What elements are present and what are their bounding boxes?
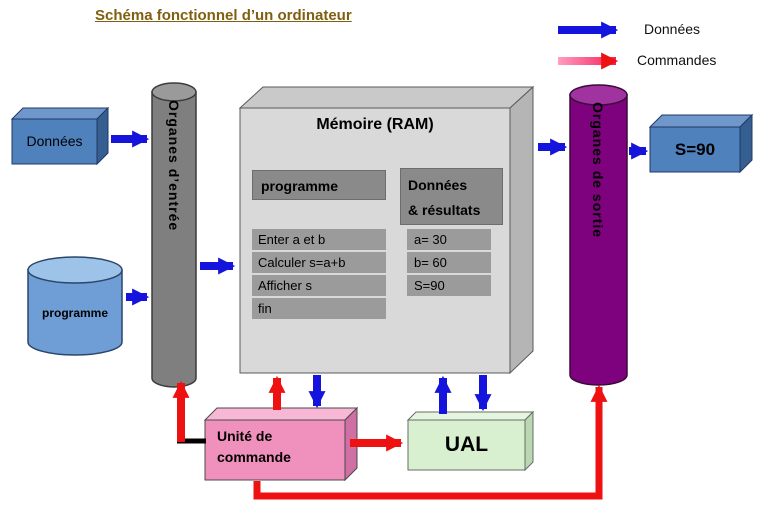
output-organ-cylinder — [569, 84, 628, 386]
ram-program-row: fin — [252, 298, 386, 319]
donnees-source-label: Données — [26, 133, 83, 149]
input-organ-label: Organes d’entrée — [166, 100, 182, 232]
ram-program-header: programme — [252, 170, 386, 200]
programme-source-cylinder — [27, 256, 123, 356]
arrow-control-to-output-loop — [253, 384, 608, 500]
ram-program-row: Enter a et b — [252, 229, 386, 250]
ram-data-header: Données & résultats — [400, 168, 503, 225]
ram-title: Mémoire (RAM) — [316, 116, 434, 133]
legend-data-label: Données — [644, 21, 701, 37]
legend-command-label: Commandes — [637, 52, 717, 68]
output-organ-label: Organes de sortie — [590, 102, 606, 239]
alu-label: UAL — [444, 433, 489, 456]
control-unit-label: Unité de commande — [217, 428, 291, 465]
ram-program-row: Calculer s=a+b — [252, 252, 386, 273]
result-box — [648, 113, 754, 174]
donnees-source-box — [10, 106, 110, 166]
result-label: S=90 — [674, 140, 716, 159]
control-unit-box — [203, 406, 359, 482]
ram-data-row: a= 30 — [407, 229, 491, 250]
ram-data-header-line2: & résultats — [408, 202, 481, 218]
page-title: Schéma fonctionnel d’un ordinateur — [95, 7, 352, 24]
ram-data-row: b= 60 — [407, 252, 491, 273]
programme-source-label: programme — [41, 306, 109, 320]
ram-data-header-line1: Données — [408, 177, 468, 193]
ram-data-row: S=90 — [407, 275, 491, 296]
ram-program-row: Afficher s — [252, 275, 386, 296]
